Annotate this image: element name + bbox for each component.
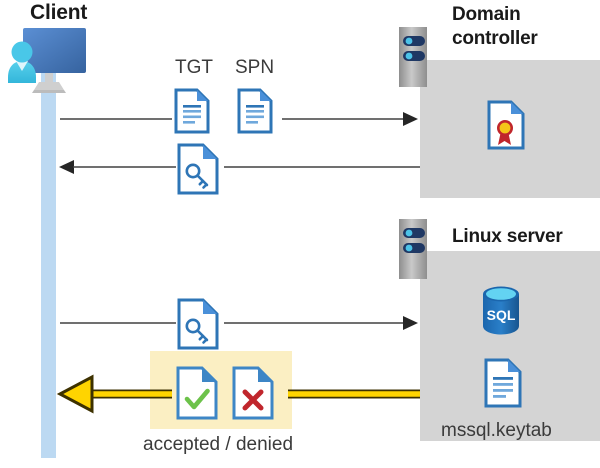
- document-x-icon: [232, 366, 274, 420]
- accepted-denied-label: accepted / denied: [143, 434, 294, 455]
- tgt-label: TGT: [175, 57, 213, 78]
- flow-present-arrowhead: [403, 316, 418, 330]
- document-lines-icon: [237, 88, 273, 134]
- spn-label: SPN: [235, 57, 275, 78]
- flow-ticket-arrowhead: [59, 160, 74, 174]
- document-lines-icon: [174, 88, 210, 134]
- user-monitor-icon: [2, 25, 98, 95]
- client-title: Client: [30, 1, 88, 24]
- domain-controller-title-line2: controller: [452, 28, 538, 49]
- linux-server-title: Linux server: [452, 226, 563, 247]
- linux-server-panel: [420, 251, 600, 441]
- flow-request-arrowhead: [403, 112, 418, 126]
- keytab-document-icon: [484, 358, 522, 408]
- flow-auth-result-arrow: [56, 374, 420, 414]
- server-rack-icon: [398, 218, 433, 280]
- certificate-document-icon: [487, 100, 525, 150]
- sql-label: SQL: [487, 307, 516, 323]
- document-check-icon: [176, 366, 218, 420]
- document-key-icon: [177, 298, 219, 350]
- server-rack-icon: [398, 26, 433, 88]
- domain-controller-title: Domain controller: [452, 3, 592, 51]
- sql-database-icon: SQL: [478, 283, 524, 339]
- keytab-label: mssql.keytab: [441, 420, 552, 441]
- domain-controller-title-line1: Domain: [452, 4, 521, 25]
- document-key-icon: [177, 143, 219, 195]
- client-lifeline: [41, 72, 56, 458]
